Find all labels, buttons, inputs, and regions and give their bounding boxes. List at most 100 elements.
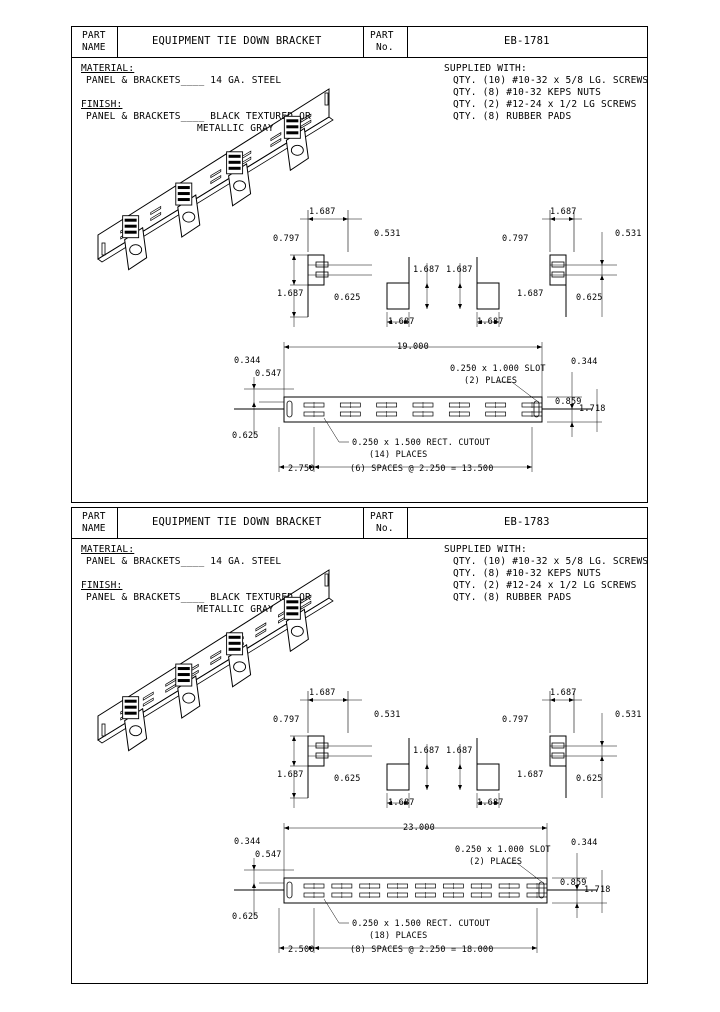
dimension-start: 2.500	[288, 945, 315, 955]
middle-bracket-view	[476, 282, 500, 310]
panel-cutout	[300, 119, 312, 129]
bracket-mesh	[228, 154, 241, 158]
dimension-right_off: 0.625	[576, 774, 603, 784]
middle-bracket-view	[386, 763, 410, 791]
panel-cutout	[142, 697, 154, 707]
dimension-right_side_h: 1.687	[517, 770, 544, 780]
dimension-arrow	[477, 801, 482, 805]
dimension-right_w: 1.687	[550, 688, 577, 698]
right-bracket-slot	[551, 742, 565, 749]
panel-bottom-edge	[97, 116, 334, 263]
bracket-mesh	[286, 600, 299, 604]
dimension-arrow	[309, 946, 314, 950]
dimension-spaces: (6) SPACES @ 2.250 = 13.500	[350, 464, 494, 474]
dimension-top_w: 1.687	[309, 207, 336, 217]
bracket-hole	[182, 211, 196, 223]
dimension-arrow	[575, 903, 579, 908]
dimension-top_slot: 0.531	[374, 710, 401, 720]
title-block: PART NAME EQUIPMENT TIE DOWN BRACKET PAR…	[72, 508, 647, 539]
part-name-label-2: NAME	[82, 523, 106, 534]
part-no-label-cell: PART No.	[364, 27, 408, 57]
dimension-side_off: 0.625	[334, 293, 361, 303]
dimension-mid_h1: 1.687	[413, 746, 440, 756]
dimension-arrow	[404, 801, 409, 805]
dimension-arrow	[458, 764, 462, 769]
dimension-arrow	[425, 283, 429, 288]
dimension-arrow	[425, 764, 429, 769]
panel-cutout	[300, 600, 312, 610]
dimension-arrow	[308, 217, 313, 221]
dimension-overall: 23.000	[403, 823, 435, 833]
bracket-mesh	[177, 186, 190, 190]
supplied-item: QTY. (8) RUBBER PADS	[453, 111, 572, 122]
bracket-mesh	[286, 119, 299, 123]
part-name-value: EQUIPMENT TIE DOWN BRACKET	[152, 35, 322, 47]
dimension-top_h: 0.797	[273, 234, 300, 244]
dimension-right_h: 0.797	[502, 715, 529, 725]
dimension-arrow	[532, 946, 537, 950]
bracket-mesh	[124, 711, 137, 715]
bracket-mesh	[228, 647, 241, 651]
right-bracket-slot	[551, 261, 565, 268]
material-line: PANEL & BRACKETS____ 14 GA. STEEL	[86, 75, 282, 86]
dimension-spaces: (8) SPACES @ 2.250 = 18.000	[350, 945, 494, 955]
panel-cutout	[300, 113, 312, 123]
dimension-cutout: 0.250 x 1.500 RECT. CUTOUT	[352, 438, 491, 448]
title-block: PART NAME EQUIPMENT TIE DOWN BRACKET PAR…	[72, 27, 647, 58]
part-no-label-cell: PART No.	[364, 508, 408, 538]
part-name-value: EQUIPMENT TIE DOWN BRACKET	[152, 516, 322, 528]
middle-bracket-view	[386, 282, 410, 310]
part-no-label-1: PART	[370, 511, 394, 522]
finish-heading: FINISH:	[81, 580, 123, 591]
dimension-arrow	[569, 698, 574, 702]
dimension-mid_w1: 1.687	[388, 798, 415, 808]
left-bracket-view	[307, 254, 325, 286]
panel-cutout	[210, 168, 222, 179]
right-bracket-slot	[551, 752, 565, 759]
bracket-mesh	[124, 218, 137, 222]
finish-line-2: METALLIC GRAY	[197, 604, 274, 615]
dimension-arrow	[292, 761, 296, 766]
part-name-cell: EQUIPMENT TIE DOWN BRACKET	[118, 508, 364, 538]
dimension-mid_h1: 1.687	[413, 265, 440, 275]
dimension-overall: 19.000	[397, 342, 429, 352]
panel-cutout	[255, 622, 267, 632]
dimension-mid_w2: 1.687	[477, 317, 504, 327]
left-bracket-slot	[315, 261, 329, 268]
dimension-right_off: 0.625	[576, 293, 603, 303]
dimension-right_344: 0.344	[571, 357, 598, 367]
middle-bracket-view	[476, 763, 500, 791]
dimension-arrow	[600, 756, 604, 761]
dimension-arrow	[292, 280, 296, 285]
bracket-mesh	[124, 699, 137, 703]
material-heading: MATERIAL:	[81, 544, 135, 555]
part-name-label-cell: PART NAME	[72, 508, 118, 538]
dimension-arrow	[279, 946, 284, 950]
panel-cutout	[150, 205, 162, 216]
cutout-leader	[323, 898, 349, 924]
dimension-right_w: 1.687	[550, 207, 577, 217]
dimension-arrow	[314, 465, 319, 469]
bracket-mesh	[124, 705, 137, 709]
supplied-item: QTY. (8) RUBBER PADS	[453, 592, 572, 603]
bracket-hole	[233, 180, 247, 192]
flat-panel	[283, 877, 548, 904]
part-number-value: EB-1783	[504, 516, 550, 528]
bracket-hole	[129, 244, 143, 256]
dimension-arrow	[314, 946, 319, 950]
supplied-item: QTY. (8) #10-32 KEPS NUTS	[453, 568, 601, 579]
supplied-item: QTY. (8) #10-32 KEPS NUTS	[453, 87, 601, 98]
flat-panel	[283, 396, 543, 423]
end-slot	[533, 400, 540, 418]
bracket-mesh	[228, 160, 241, 164]
bracket-mesh	[177, 192, 190, 196]
panel-end-slot	[324, 573, 329, 587]
dimension-arrow	[570, 404, 574, 409]
part-name-cell: EQUIPMENT TIE DOWN BRACKET	[118, 27, 364, 57]
dimension-right_slot: 0.531	[615, 229, 642, 239]
part-no-label-2: No.	[376, 42, 394, 53]
dimension-arrow	[494, 801, 499, 805]
panel-end-slot	[101, 723, 106, 737]
drawing-sheet: PART NAME EQUIPMENT TIE DOWN BRACKET PAR…	[71, 507, 648, 984]
dimension-arrow	[387, 320, 392, 324]
